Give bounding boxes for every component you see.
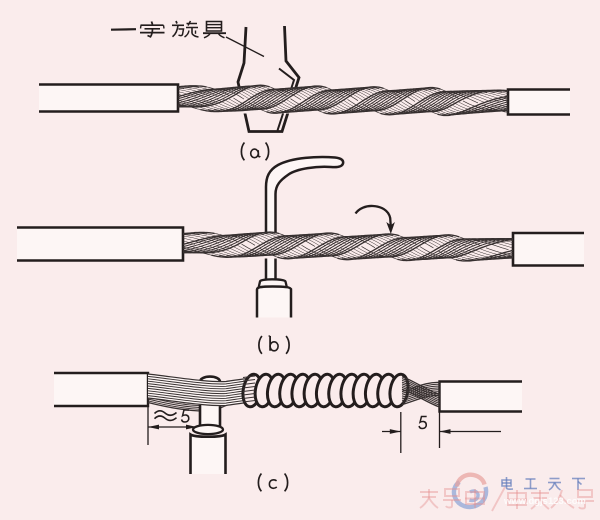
svg-text:www.dgjs123.com: www.dgjs123.com [503, 496, 586, 507]
